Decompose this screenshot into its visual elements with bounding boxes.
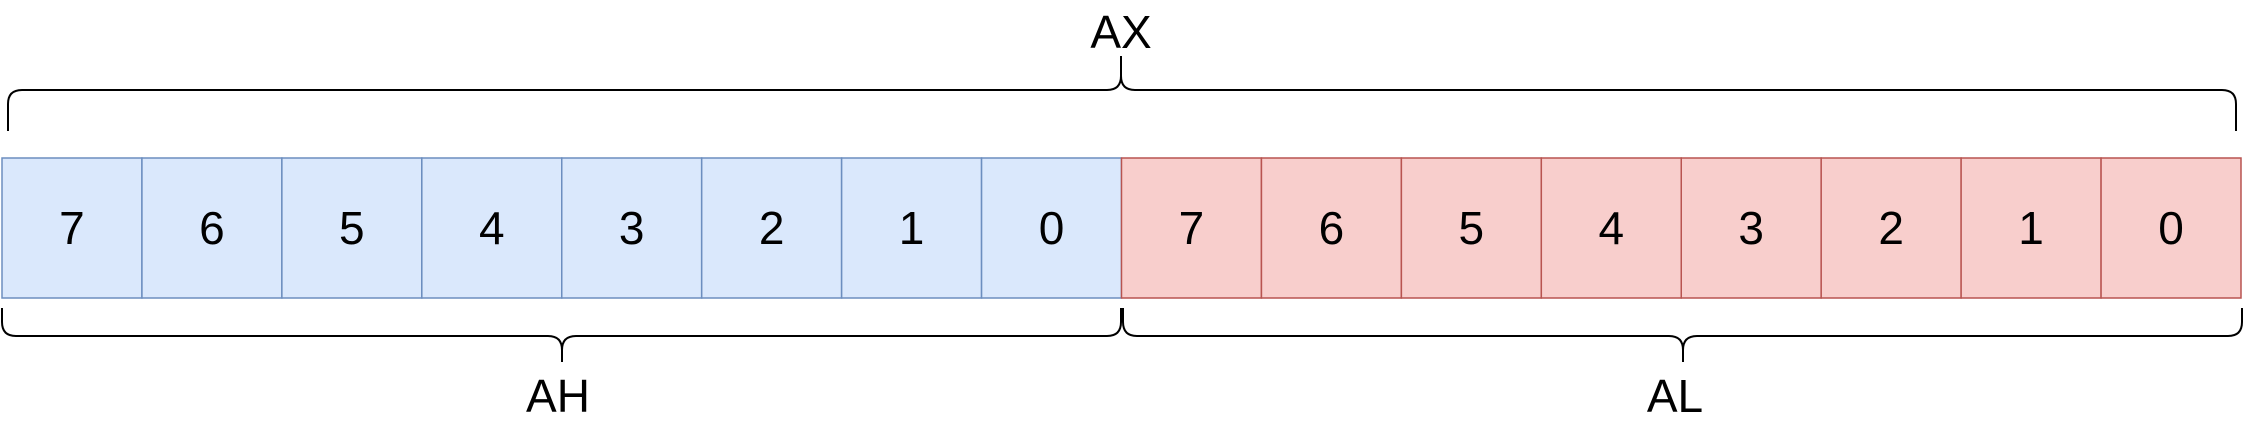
bit-cell-box	[1120, 157, 1263, 299]
bit-cell-low-3: 4	[1540, 157, 1682, 299]
bit-cell-box	[2100, 157, 2242, 299]
bit-cell-high-7: 0	[980, 157, 1123, 299]
bit-cell-box	[1680, 157, 1822, 299]
bit-number-label: 6	[199, 202, 225, 254]
bit-number-label: 5	[339, 202, 365, 254]
bit-cell-low-4: 3	[1680, 157, 1822, 299]
al-brace	[1122, 308, 2243, 362]
bit-number-label: 1	[899, 202, 925, 254]
bit-cell-low-2: 5	[1400, 157, 1543, 299]
bit-number-label: 0	[1039, 202, 1065, 254]
bit-cell-box	[1960, 157, 2102, 299]
bit-number-label: 4	[479, 202, 505, 254]
bit-number-label: 1	[2018, 202, 2044, 254]
bit-number-label: 7	[1179, 202, 1205, 254]
ah-brace	[1, 308, 1122, 362]
bit-cell-high-0: 7	[1, 157, 143, 299]
al-label: AL	[1647, 370, 1703, 422]
bit-cell-high-4: 3	[561, 157, 703, 299]
bit-number-label: 3	[619, 202, 645, 254]
bit-cell-low-7: 0	[2100, 157, 2242, 299]
bit-number-label: 0	[2158, 202, 2184, 254]
bit-cell-high-6: 1	[840, 157, 983, 299]
bit-cell-low-5: 2	[1820, 157, 1962, 299]
high-byte-cells: 7 6 5 4 3 2 1 0	[1, 157, 1123, 299]
bit-cell-box	[1, 157, 143, 299]
bit-number-label: 4	[1598, 202, 1624, 254]
bit-cell-high-5: 2	[700, 157, 843, 299]
low-byte-cells: 7 6 5 4 3 2 1 0	[1120, 157, 2242, 299]
bit-cell-high-3: 4	[421, 157, 563, 299]
bit-cell-box	[141, 157, 283, 299]
bit-number-label: 3	[1738, 202, 1764, 254]
bit-cell-box	[840, 157, 983, 299]
bit-cell-box	[1260, 157, 1403, 299]
bit-number-label: 2	[1878, 202, 1904, 254]
bit-cell-high-2: 5	[281, 157, 423, 299]
bit-cell-box	[561, 157, 703, 299]
bit-number-label: 7	[59, 202, 85, 254]
bit-cell-box	[421, 157, 563, 299]
bit-cell-low-0: 7	[1120, 157, 1263, 299]
bit-number-label: 5	[1459, 202, 1485, 254]
bit-cell-high-1: 6	[141, 157, 283, 299]
ax-label: AX	[1090, 6, 1151, 58]
bit-cell-box	[281, 157, 423, 299]
bit-cell-box	[1540, 157, 1682, 299]
bit-cell-box	[980, 157, 1123, 299]
bit-number-label: 2	[759, 202, 785, 254]
bit-cell-box	[700, 157, 843, 299]
bit-cell-box	[1820, 157, 1962, 299]
bit-number-label: 6	[1319, 202, 1345, 254]
bit-cell-low-1: 6	[1260, 157, 1403, 299]
ah-label: AH	[526, 370, 590, 422]
bit-cell-low-6: 1	[1960, 157, 2102, 299]
ax-brace	[7, 56, 2237, 131]
